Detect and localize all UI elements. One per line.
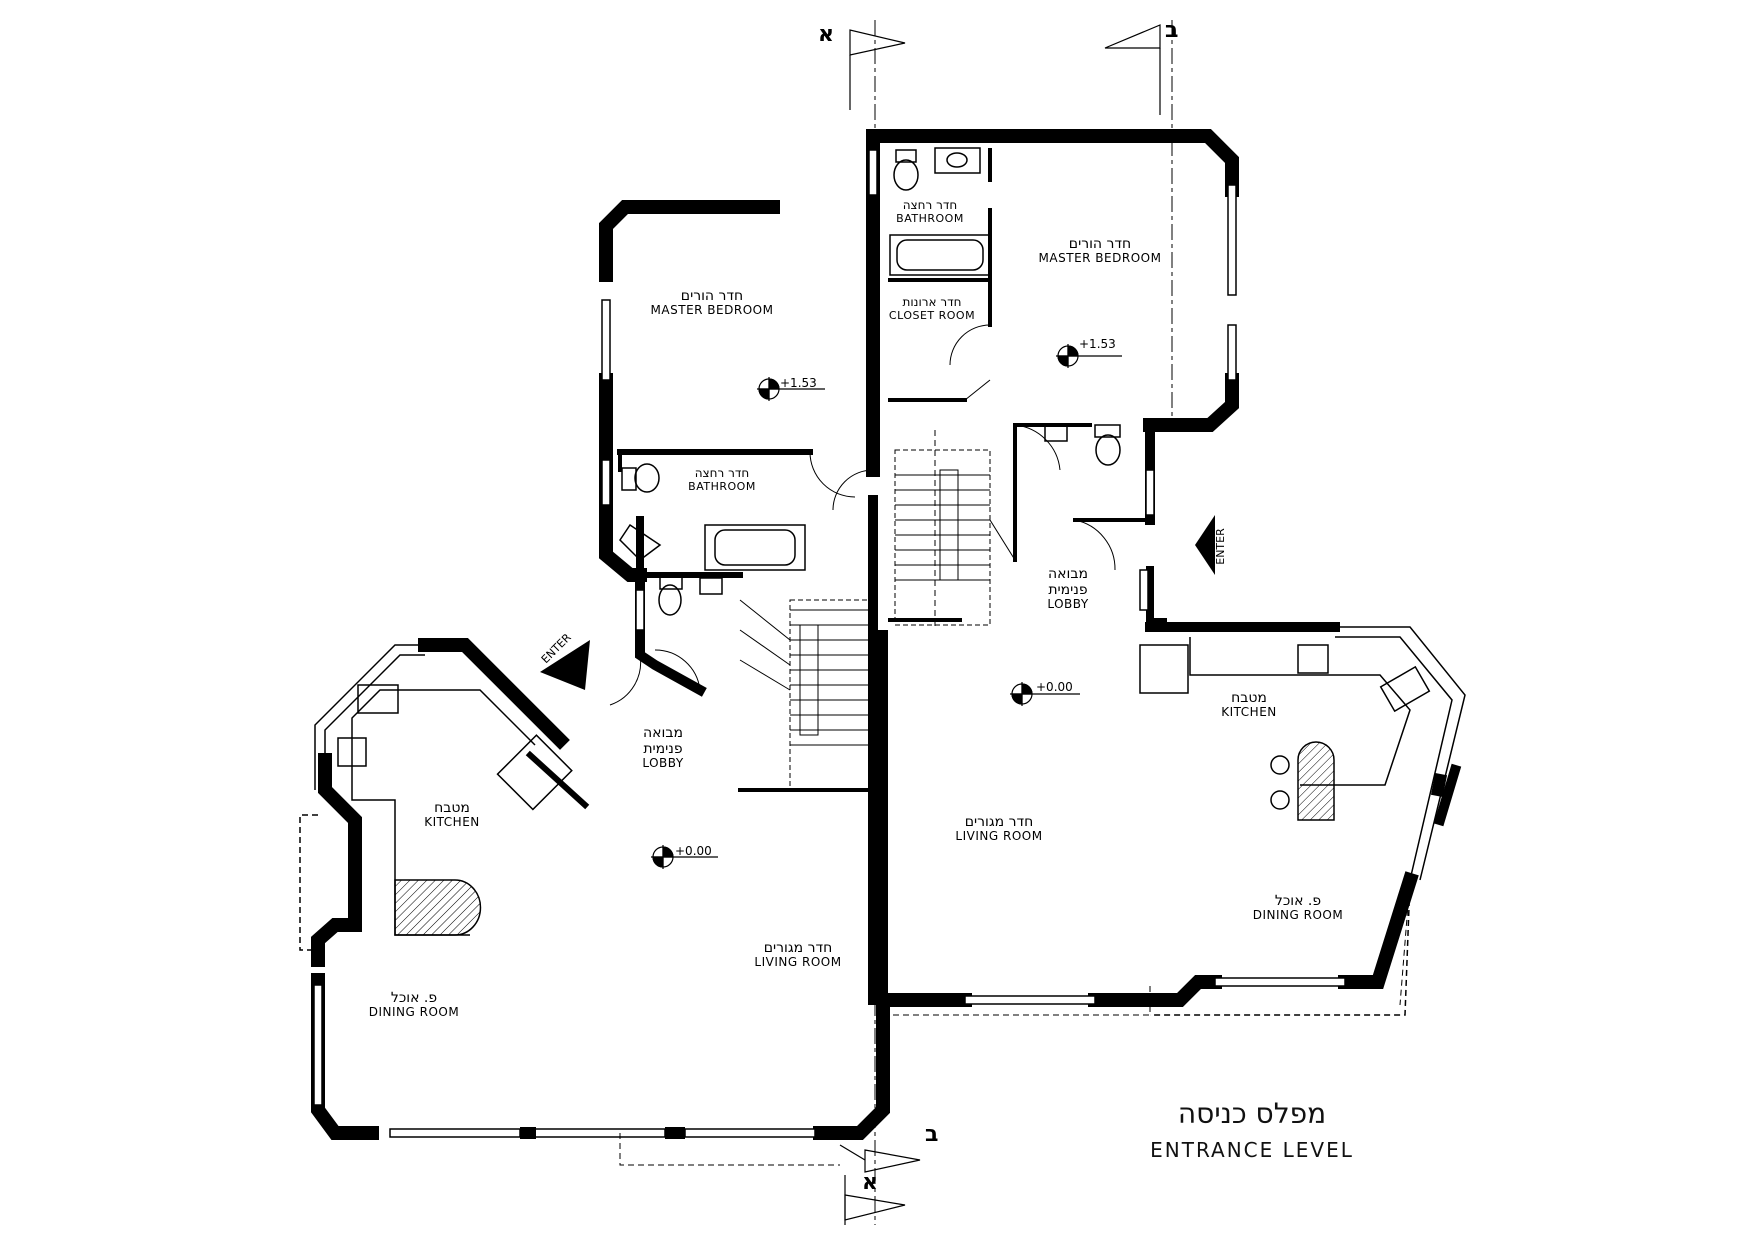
room-label-right-kitchen: מטבח KITCHEN <box>1221 690 1277 720</box>
room-name-english: LOBBY <box>1047 597 1089 612</box>
room-name-english: BATHROOM <box>688 479 756 493</box>
right-unit-walls <box>866 129 1462 1007</box>
section-mark-a-top: א <box>818 22 835 47</box>
room-name-english: MASTER BEDROOM <box>1038 251 1162 266</box>
room-label-right-dining-room: פ. אוכל DINING ROOM <box>1253 893 1343 923</box>
right-windows <box>868 149 1346 1005</box>
left-kitchen-bar <box>394 879 482 936</box>
room-name-hebrew: חדר הורים <box>1068 236 1132 252</box>
left-west-wall <box>311 973 379 1140</box>
room-name-hebrew: חדר ארונות <box>902 295 962 309</box>
room-name-hebrew: חדר רחצה <box>902 198 958 212</box>
elevation-marker-left-upper <box>757 377 825 401</box>
room-label-left-bathroom: חדר רחצה BATHROOM <box>688 466 756 493</box>
section-mark-a-bottom: א <box>862 1170 879 1195</box>
room-name-english: DINING ROOM <box>1252 908 1344 923</box>
room-name-english: KITCHEN <box>424 815 480 830</box>
room-name-hebrew: פ. אוכל <box>1274 893 1322 909</box>
room-label-right-living-room: חדר מגורים LIVING ROOM <box>955 814 1042 844</box>
room-label-left-kitchen: מטבח KITCHEN <box>424 800 480 830</box>
elevation-label-right-upper: +1.53 <box>1079 337 1116 351</box>
room-name-english: LIVING ROOM <box>754 955 842 970</box>
room-name-english: DINING ROOM <box>368 1005 460 1020</box>
elevation-label-left-ground: +0.00 <box>675 844 712 858</box>
enter-arrow-right <box>1195 515 1215 575</box>
room-name-hebrew: פ. אוכל <box>390 990 438 1006</box>
room-label-left-lobby: מבואה פנימית LOBBY <box>642 725 683 771</box>
left-bath-fixtures <box>619 463 806 616</box>
left-bedroom-wall <box>599 200 780 282</box>
elevation-marker-right-ground <box>1010 682 1080 706</box>
room-name-hebrew: חדר הורים <box>680 288 744 304</box>
room-label-right-lobby: מבואה פנימית LOBBY <box>1047 566 1088 612</box>
footprint-dashes <box>619 430 1411 1166</box>
room-name-hebrew-1: מבואה <box>643 725 683 741</box>
left-stairs <box>739 599 874 791</box>
elevation-marker-right-upper <box>1056 344 1122 368</box>
room-name-hebrew: מטבח <box>434 800 470 816</box>
room-name-hebrew-1: מבואה <box>1048 566 1088 582</box>
elevation-label-left-upper: +1.53 <box>780 376 817 390</box>
left-doors <box>609 451 874 706</box>
right-kitchen-wall <box>1146 566 1167 626</box>
room-label-left-dining-room: פ. אוכל DINING ROOM <box>369 990 459 1020</box>
enter-arrow-left <box>540 640 590 690</box>
room-name-english: BATHROOM <box>896 211 964 225</box>
drawing-title-english: ENTRANCE LEVEL <box>1150 1138 1354 1162</box>
room-name-hebrew: מטבח <box>1231 690 1267 706</box>
room-name-english: LIVING ROOM <box>955 829 1043 844</box>
room-name-english: CLOSET ROOM <box>888 308 976 322</box>
enter-label-right: ENTER <box>1213 528 1227 565</box>
section-mark-b-top: ב <box>1165 18 1179 43</box>
room-label-left-master-bedroom: חדר הורים MASTER BEDROOM <box>651 288 774 318</box>
elevation-label-right-ground: +0.00 <box>1036 680 1073 694</box>
left-kitchen-wall <box>418 638 570 750</box>
right-kitchen-counters <box>1139 626 1466 1016</box>
section-mark-b-bottom: ב <box>925 1122 939 1147</box>
room-name-hebrew: חדר מגורים <box>964 814 1034 830</box>
section-markers <box>839 24 1161 1225</box>
left-windows <box>313 299 816 1138</box>
room-label-right-closet-room: חדר ארונות CLOSET ROOM <box>888 295 976 322</box>
room-label-right-master-bedroom: חדר הורים MASTER BEDROOM <box>1039 236 1162 266</box>
right-doors <box>949 324 1116 571</box>
room-label-right-bathroom: חדר רחצה BATHROOM <box>896 198 964 225</box>
room-label-left-living-room: חדר מגורים LIVING ROOM <box>754 940 841 970</box>
room-name-hebrew: חדר מגורים <box>763 940 833 956</box>
drawing-title-hebrew: מפלס כניסה <box>1177 1097 1327 1130</box>
right-bath-fixtures <box>889 147 1121 466</box>
right-kitchen-bar <box>1297 741 1335 821</box>
elevation-marker-left-ground <box>651 845 718 869</box>
left-south-wall <box>813 1003 890 1140</box>
room-name-hebrew-2: פנימית <box>1048 582 1088 599</box>
right-east-wall <box>1143 373 1239 432</box>
right-stairs <box>894 449 1016 626</box>
room-name-english: KITCHEN <box>1221 705 1277 720</box>
room-name-english: MASTER BEDROOM <box>650 303 774 318</box>
room-name-hebrew-2: פנימית <box>643 741 683 758</box>
right-north-wall <box>866 129 1239 214</box>
room-name-hebrew: חדר רחצה <box>694 466 750 480</box>
room-name-english: LOBBY <box>642 756 684 771</box>
